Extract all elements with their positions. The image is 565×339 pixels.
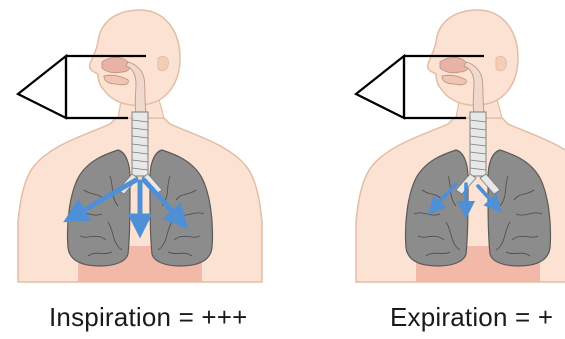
inspiration-panel xyxy=(18,10,262,282)
expiration-caption: Expiration = + xyxy=(390,302,553,333)
inspiration-caption: Inspiration = +++ xyxy=(49,302,248,333)
human-torso-figure xyxy=(18,10,262,282)
human-torso-figure xyxy=(356,10,565,282)
expiration-panel xyxy=(356,10,565,282)
